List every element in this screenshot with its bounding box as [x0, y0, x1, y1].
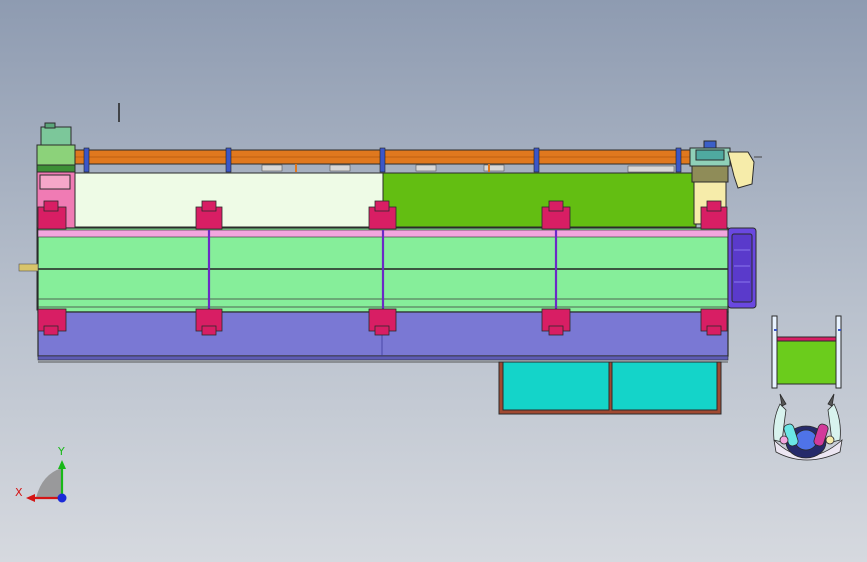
upper-panel-light — [73, 172, 384, 228]
triad-y-label: Y — [57, 445, 65, 458]
triad-plane-wedge — [36, 468, 62, 498]
inlet-shaft — [18, 263, 39, 272]
collection-tray — [498, 361, 722, 415]
upper-panel-green — [382, 172, 697, 228]
orientation-triad[interactable]: X Y — [15, 445, 67, 503]
rail-hangers — [261, 164, 675, 173]
clamps-upper — [37, 200, 728, 230]
operator-figure — [773, 393, 843, 461]
clamps-lower — [37, 308, 728, 336]
rail-posts — [83, 147, 682, 173]
main-assembly[interactable] — [18, 122, 762, 415]
triad-x-label: X — [15, 486, 23, 499]
auxiliary-tank[interactable] — [771, 315, 842, 389]
triad-z-axis — [57, 493, 67, 503]
drive-motor — [727, 227, 757, 309]
tank-dividers — [207, 230, 558, 312]
